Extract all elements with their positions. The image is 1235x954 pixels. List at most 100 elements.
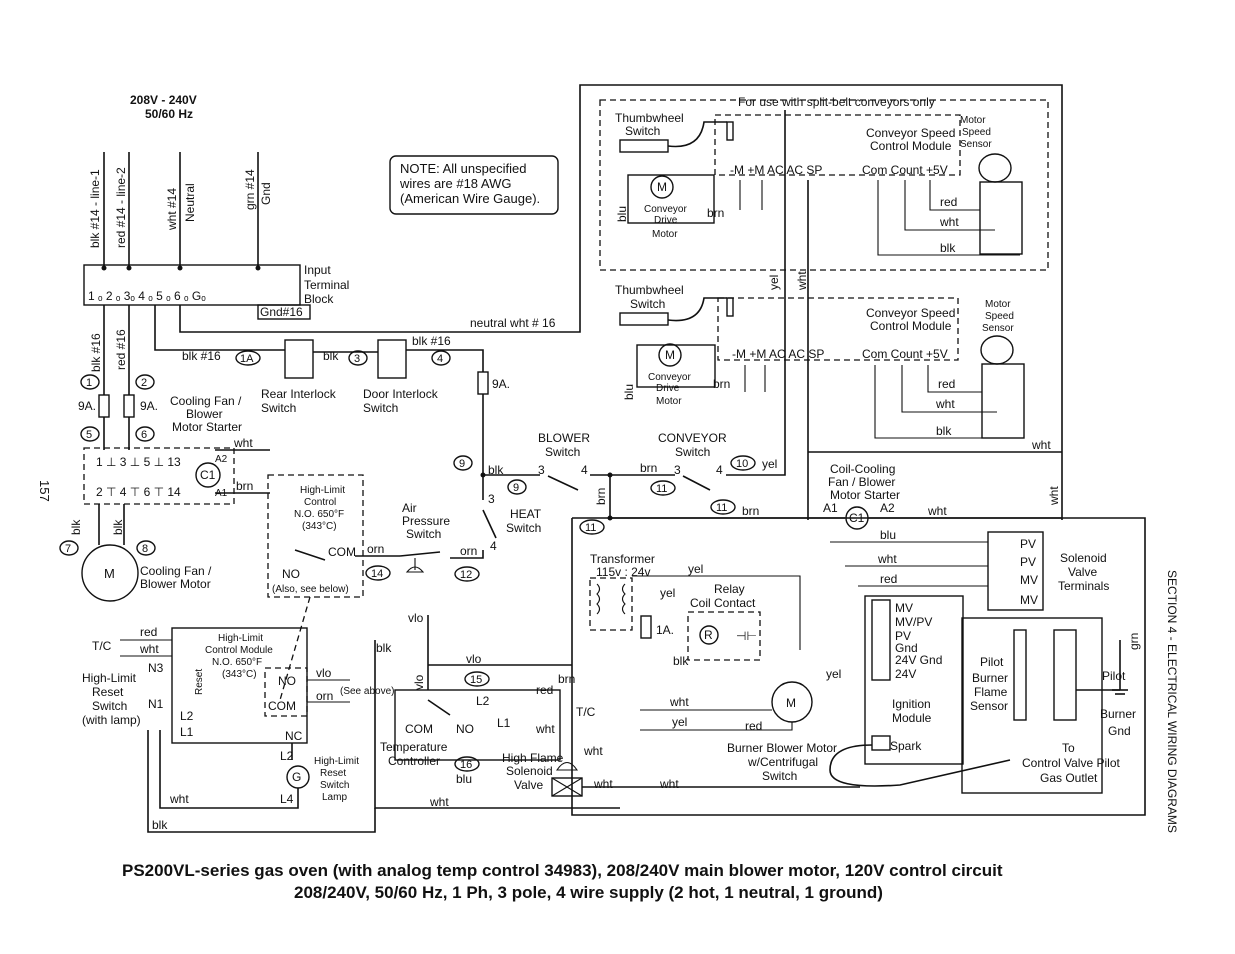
supply-frequency: 50/60 Hz bbox=[145, 107, 193, 121]
hl-also-label: (Also, see below) bbox=[272, 584, 349, 595]
blu-label-cdrive2: blu bbox=[622, 384, 636, 400]
temp-ctrl-label-1: Temperature bbox=[380, 740, 448, 754]
wire-num-8: 8 bbox=[142, 543, 148, 555]
wire-num-4: 4 bbox=[437, 353, 443, 365]
ign-spark-label: Spark bbox=[890, 739, 922, 753]
svg-text:M: M bbox=[786, 696, 796, 710]
yel-label-ign: yel bbox=[826, 667, 841, 681]
wht-label-motor: wht bbox=[669, 695, 689, 709]
wht-label-tc: wht bbox=[535, 722, 555, 736]
input-terminal-block bbox=[83, 264, 301, 306]
blk-label-relay: blk bbox=[673, 654, 689, 668]
page-number: 157 bbox=[37, 480, 52, 502]
pilot-label-1: Pilot bbox=[980, 655, 1004, 669]
hlm-com-label: COM bbox=[268, 699, 296, 713]
terminal-block-label-1: Input bbox=[304, 263, 331, 277]
svg-text:Gnd: Gnd bbox=[895, 641, 918, 655]
pv-terminal-1: PV bbox=[1020, 537, 1036, 551]
wire-label-line2: red #14 - line-2 bbox=[114, 167, 128, 248]
conveyor-speed-controller: Thumbwheel Switch M Conveyor Drive Motor… bbox=[615, 283, 1062, 506]
supply-voltage: 208V - 240V bbox=[130, 93, 197, 107]
wire-label-line1: blk #14 - line-1 bbox=[88, 169, 102, 248]
rear-interlock-label-1: Rear Interlock bbox=[261, 387, 337, 401]
pilot-label-3: Flame bbox=[974, 685, 1008, 699]
wire-num-11c: 11 bbox=[585, 522, 596, 534]
wht-label-ign-2: wht bbox=[877, 552, 897, 566]
relay-label-1: Relay bbox=[714, 582, 745, 596]
hlm-label-3: N.O. 650°F bbox=[212, 657, 262, 668]
high-limit-module: High-Limit Control Module N.O. 650°F (34… bbox=[82, 625, 394, 833]
msensor2-label-1: Motor bbox=[985, 299, 1011, 310]
conveyor-switch-label-1: CONVEYOR bbox=[658, 431, 727, 445]
tc-l1-label: L1 bbox=[497, 716, 511, 730]
coil-cool-label-3: Motor Starter bbox=[830, 488, 900, 502]
tc-label-left: T/C bbox=[92, 639, 112, 653]
thumbwheel2-label-2: Switch bbox=[630, 297, 665, 311]
wire-number-markers: 1 2 1A 3 4 5 6 7 8 9 9 10 11 11 11 12 14… bbox=[59, 350, 756, 772]
input-wires bbox=[101, 152, 261, 271]
ignition-section: PV PV MV MV Solenoid Valve Terminals blu… bbox=[829, 528, 1141, 794]
cf-motor-label-2: Blower Motor bbox=[140, 577, 211, 591]
wire-num-2: 2 bbox=[141, 377, 147, 389]
sol-label-2: Valve bbox=[1068, 565, 1097, 579]
csc-label-2: Control Module bbox=[870, 139, 952, 153]
thumbwheel2-label-1: Thumbwheel bbox=[615, 283, 684, 297]
red-label-sensor-2: red bbox=[938, 377, 955, 391]
line-fuses: blk #16 red #16 9A. 9A. bbox=[78, 305, 158, 450]
burner-label-1: Burner Blower Motor bbox=[727, 741, 837, 755]
hlm-no-label: NO bbox=[278, 674, 296, 688]
brn-label-tc: brn bbox=[558, 672, 575, 686]
wire-num-11b: 11 bbox=[716, 502, 727, 514]
transformer-label-2: 115v : 24v bbox=[596, 565, 650, 579]
main-switches: blk 3 4 BLOWER Switch brn 3 4 CONVEYOR S… bbox=[450, 110, 786, 559]
svg-text:3: 3 bbox=[538, 463, 545, 477]
door-interlock-switch bbox=[377, 339, 407, 379]
pilot-label-2: Burner bbox=[972, 671, 1008, 685]
burner-label-3: Switch bbox=[762, 769, 797, 783]
ign-label-1: Ignition bbox=[892, 697, 931, 711]
neutral-wht-label: neutral wht # 16 bbox=[470, 316, 556, 330]
pgnd-label-2: Burner bbox=[1100, 707, 1136, 721]
thumbwheel-label-2: Switch bbox=[625, 124, 660, 138]
pv-terminal-2: PV bbox=[1020, 555, 1036, 569]
lamp-g-label: G bbox=[292, 770, 301, 784]
wire-label-gnd: Gnd bbox=[259, 182, 273, 205]
hlm-l1-label: L1 bbox=[180, 725, 194, 739]
air-pressure-label-2: Pressure bbox=[402, 514, 450, 528]
door-interlock-label-1: Door Interlock bbox=[363, 387, 439, 401]
caption-line-1: PS200VL-series gas oven (with analog tem… bbox=[122, 861, 1003, 880]
air-pressure-label-1: Air bbox=[402, 501, 417, 515]
rear-interlock-switch bbox=[284, 339, 314, 379]
wire-num-7: 7 bbox=[65, 543, 71, 555]
note-line-3: (American Wire Gauge). bbox=[400, 191, 540, 206]
brn-label-heat: brn bbox=[594, 488, 608, 505]
cdrive2-label-3: Motor bbox=[656, 396, 682, 407]
cdrive-label-3: Motor bbox=[652, 229, 678, 240]
ctrl-valve-label-3: Gas Outlet bbox=[1040, 771, 1098, 785]
wire-label-wht14: wht #14 bbox=[165, 188, 179, 231]
svg-text:MV: MV bbox=[895, 601, 913, 615]
svg-text:24V: 24V bbox=[895, 667, 916, 681]
hlm-label-2: Control Module bbox=[205, 645, 273, 656]
grn-label-pilot: grn bbox=[1127, 633, 1141, 650]
hl-no-label: NO bbox=[282, 567, 300, 581]
msensor-label-3: Sensor bbox=[960, 139, 992, 150]
note-line-1: NOTE: All unspecified bbox=[400, 161, 526, 176]
fuse-9a-right: 9A. bbox=[140, 399, 158, 413]
fuse-9a-left: 9A. bbox=[78, 399, 96, 413]
note-line-2: wires are #18 AWG bbox=[399, 176, 512, 191]
yel-label-xfmr: yel bbox=[660, 586, 675, 600]
fuse-9a-center: 9A. bbox=[492, 377, 510, 391]
wire-num-1: 1 bbox=[86, 377, 92, 389]
red-label-tc-left: red bbox=[140, 625, 157, 639]
door-interlock-label-2: Switch bbox=[363, 401, 398, 415]
msensor-label-2: Speed bbox=[962, 127, 991, 138]
n3-label: N3 bbox=[148, 661, 164, 675]
brn-label-cdrive2: brn bbox=[713, 377, 730, 391]
wht-label-flame-2: wht bbox=[593, 777, 613, 791]
hlm-label-4: (343°C) bbox=[222, 669, 257, 680]
wire-label-grn14: grn #14 bbox=[243, 169, 257, 210]
blu-label-ign: blu bbox=[880, 528, 896, 542]
blk-label-hlm: blk bbox=[152, 818, 168, 832]
air-pressure-label-3: Switch bbox=[406, 527, 441, 541]
